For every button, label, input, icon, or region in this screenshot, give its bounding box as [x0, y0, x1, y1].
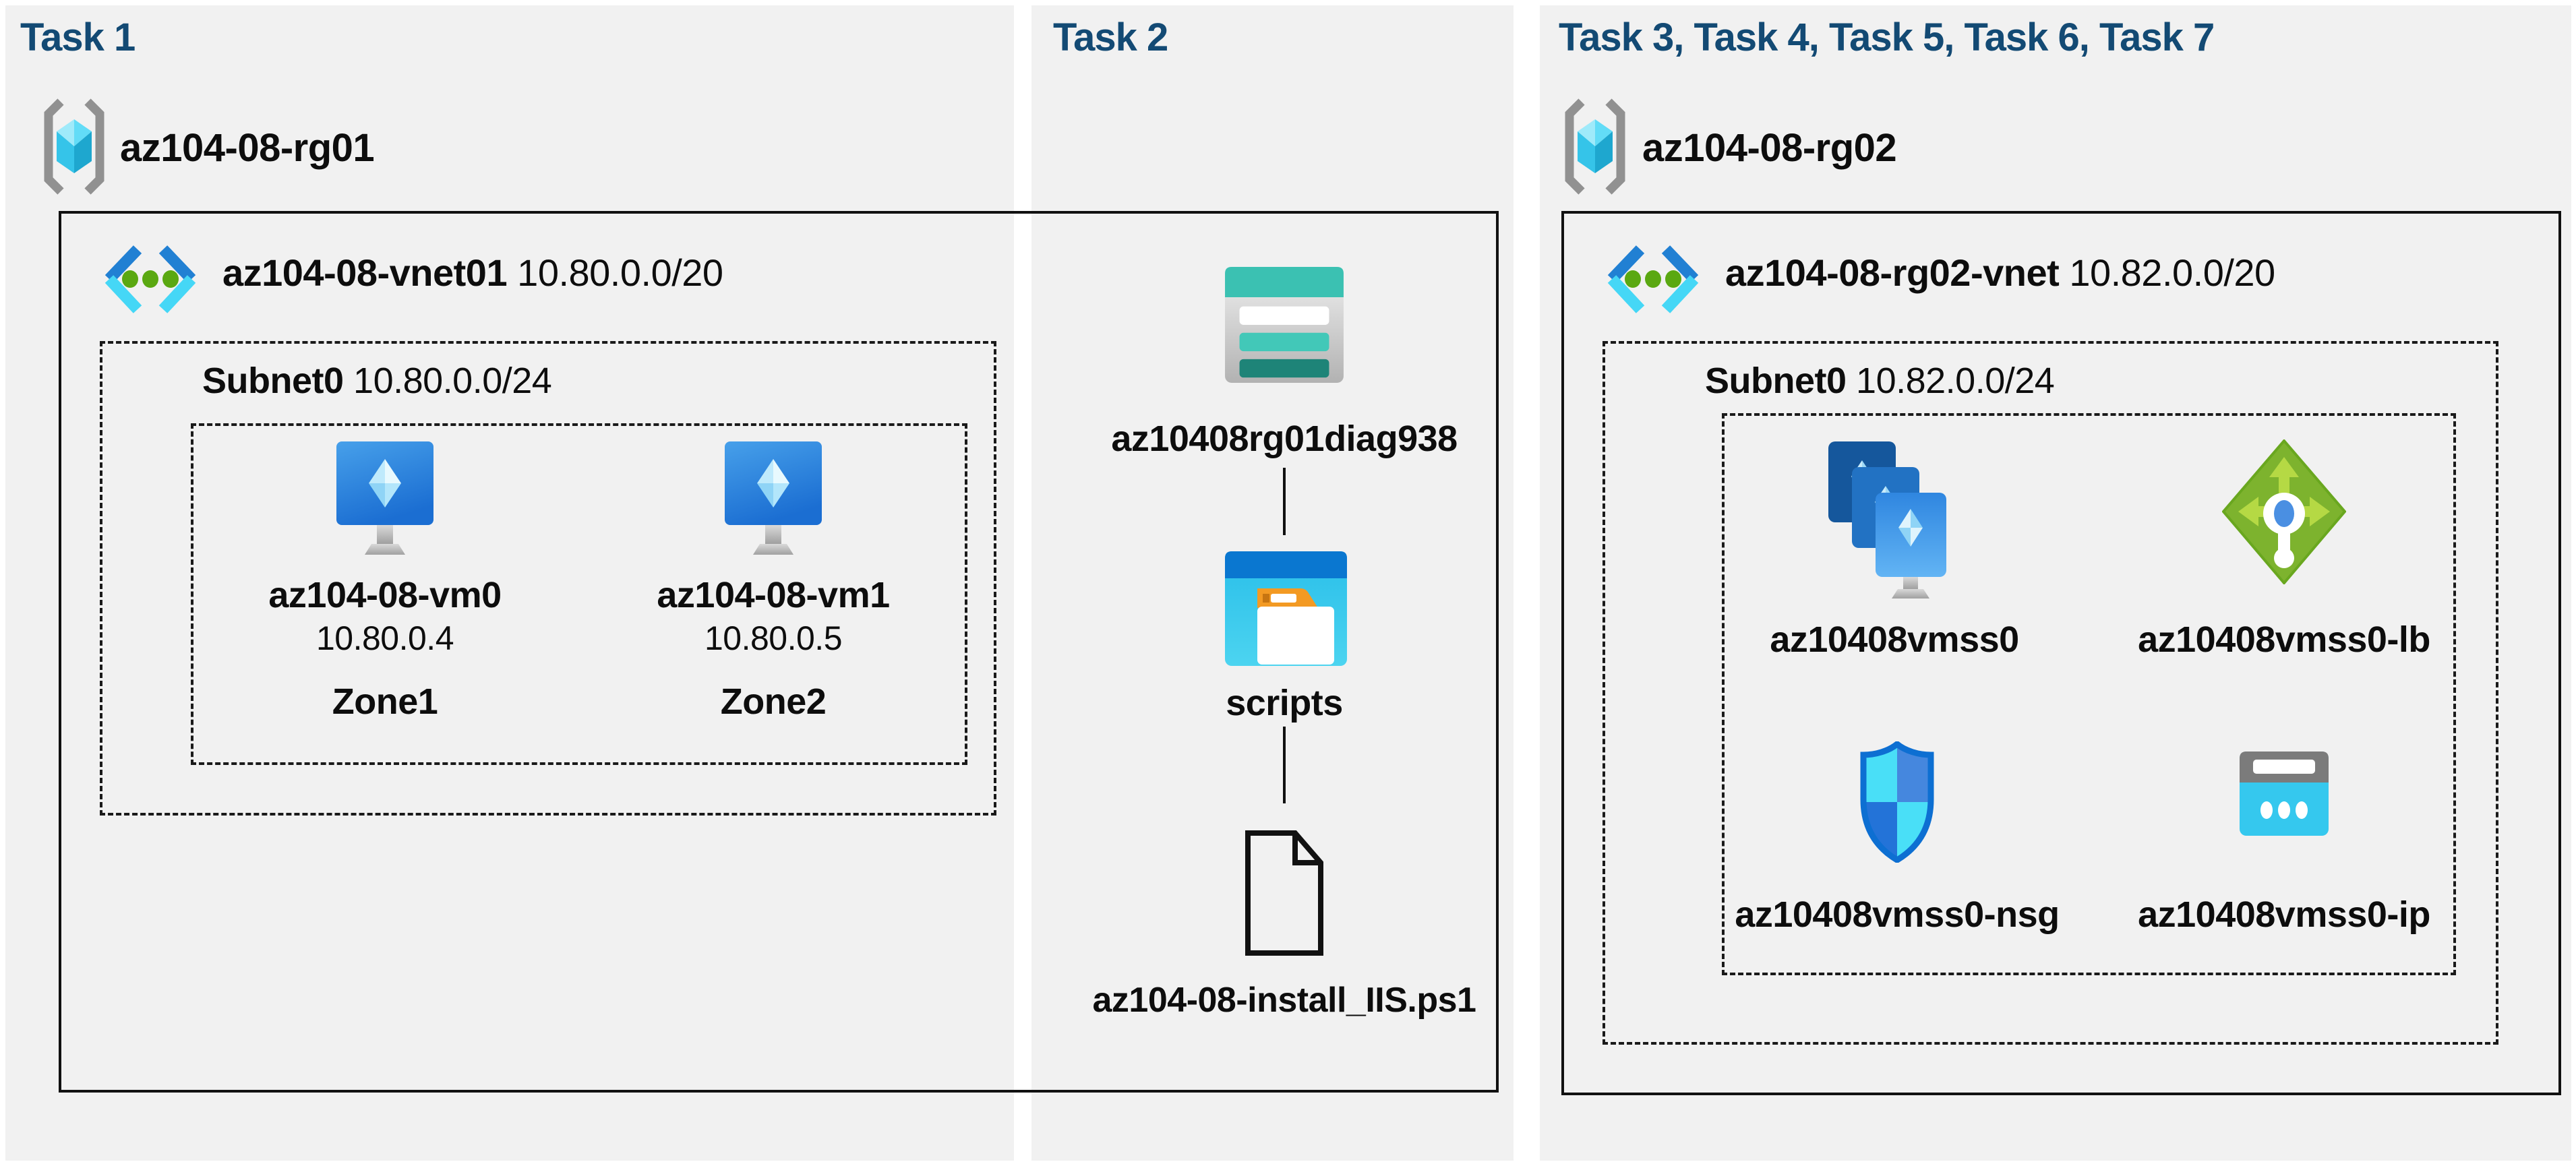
script-file-icon: [1244, 829, 1325, 957]
load-balancer-label: az10408vmss0-lb: [2138, 619, 2430, 660]
subnet1-cidr: 10.80.0.0/24: [353, 361, 552, 401]
storage-account-icon: [1224, 267, 1345, 383]
virtual-machine-icon: [331, 441, 439, 559]
scripts-folder-label: scripts: [1226, 683, 1343, 723]
vm1-ip: 10.80.0.5: [704, 619, 843, 657]
vnet2-boundary-box: [1561, 211, 2561, 1095]
public-ip-icon: [2240, 751, 2329, 836]
subnet2-cidr: 10.82.0.0/24: [1856, 361, 2055, 401]
vnet2-name: az104-08-rg02-vnet: [1725, 251, 2060, 294]
subnet1-label: Subnet0 10.80.0.0/24: [202, 360, 552, 402]
vm1-zone: Zone2: [720, 681, 827, 722]
storage-account-label: az10408rg01diag938: [1111, 419, 1458, 459]
connector-storage-to-folder: [1283, 468, 1286, 535]
file-share-folder-icon: [1225, 551, 1347, 666]
subnet1-name: Subnet0: [202, 361, 344, 401]
vnet1-cidr: 10.80.0.0/20: [517, 251, 723, 294]
public-ip-label: az10408vmss0-ip: [2138, 894, 2430, 935]
vnet2-label: az104-08-rg02-vnet 10.82.0.0/20: [1725, 251, 2275, 295]
subnet2-name: Subnet0: [1705, 361, 1847, 401]
vm-scale-set-icon: [1828, 441, 1960, 600]
vm1-name: az104-08-vm1: [657, 575, 890, 615]
vnet1-name: az104-08-vnet01: [222, 251, 508, 294]
vnet1-label: az104-08-vnet01 10.80.0.0/20: [222, 251, 723, 295]
vnet2-cidr: 10.82.0.0/20: [2069, 251, 2275, 294]
load-balancer-icon: [2221, 438, 2347, 586]
rg2-label: az104-08-rg02: [1642, 126, 1897, 170]
resource-group-icon: [1561, 98, 1629, 195]
virtual-network-icon: [100, 244, 201, 315]
virtual-machine-icon: [719, 441, 827, 559]
task1-title: Task 1: [20, 16, 136, 59]
subnet2-box: [1602, 341, 2498, 1045]
task3-panel: [1540, 5, 2571, 1161]
task3-title: Task 3, Task 4, Task 5, Task 6, Task 7: [1559, 16, 2215, 59]
resource-group-icon: [40, 98, 108, 195]
install-script-label: az104-08-install_IIS.ps1: [1092, 981, 1476, 1020]
vmss-group-box: [1722, 413, 2456, 975]
network-security-group-icon: [1855, 740, 1939, 864]
connector-folder-to-file: [1283, 727, 1286, 803]
subnet2-label: Subnet0 10.82.0.0/24: [1705, 360, 2055, 402]
rg1-label: az104-08-rg01: [120, 126, 375, 170]
vm0-ip: 10.80.0.4: [316, 619, 454, 657]
vmss-label: az10408vmss0: [1770, 619, 2019, 660]
task1-panel: [5, 5, 1014, 1161]
nsg-label: az10408vmss0-nsg: [1735, 894, 2060, 935]
subnet1-box: [100, 341, 996, 816]
vm-group-box: [191, 423, 967, 765]
task2-title: Task 2: [1053, 16, 1168, 59]
virtual-network-icon: [1602, 244, 1704, 315]
vnet1-boundary-box: [59, 211, 1499, 1093]
vm0-name: az104-08-vm0: [268, 575, 502, 615]
vm0-zone: Zone1: [332, 681, 438, 722]
